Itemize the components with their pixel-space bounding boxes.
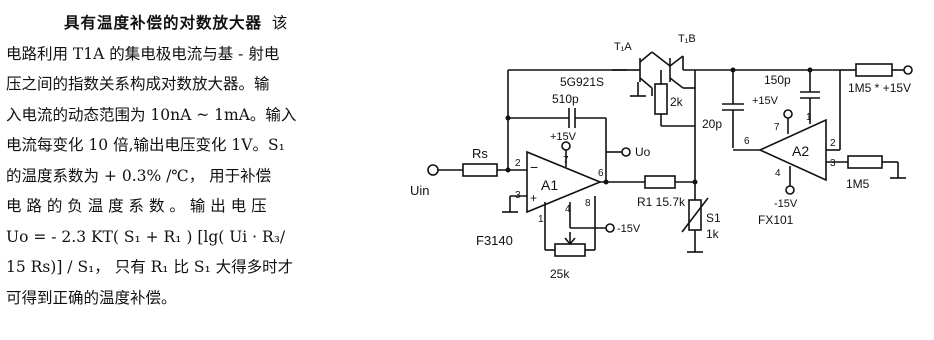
a2-pin6: 6 (744, 136, 750, 147)
article-line-7: 电 路 的 负 温 度 系 数 。 输 出 电 压 (6, 197, 267, 215)
rs-label: Rs (472, 146, 488, 161)
a2-label: A2 (792, 143, 809, 159)
article-line-10: 可得到正确的温度补偿。 (6, 288, 177, 307)
a2-pin2: 2 (830, 138, 836, 149)
cap-20p-label: 20p (702, 117, 722, 131)
pot-25k-label: 25k (550, 267, 570, 281)
article-line-6: 的温度系数为 + 0.3% /℃， 用于补偿 (6, 166, 272, 185)
pair-part: 5G921S (560, 75, 604, 89)
a2-part: FX101 (758, 213, 794, 227)
transistor-t1b (651, 51, 695, 89)
a1-pin8: 8 (585, 198, 591, 209)
resistor-2k (654, 70, 695, 127)
t1b-label: T₁B (678, 33, 696, 45)
input-terminal (427, 164, 463, 176)
article-line-5: 电流每变化 10 倍,输出电压变化 1V。S₁ (6, 136, 285, 154)
a2-pin4: 4 (775, 168, 781, 179)
a2-pin3: 3 (830, 158, 836, 169)
a2-pin1: 1 (806, 112, 812, 123)
potentiometer-25k (544, 196, 596, 257)
capacitor-150p (800, 70, 820, 124)
s1-value: 1k (706, 227, 720, 241)
article-line-9: 15 Rs)] / S₁， 只有 R₁ 比 S₁ 大得多时才 (6, 258, 294, 276)
resistor-r1 (644, 175, 695, 189)
a2-pin7: 7 (774, 122, 780, 133)
thermistor-s1 (681, 70, 709, 253)
capacitor-510p (508, 108, 607, 182)
a1-pos-supply: +15V (550, 131, 577, 143)
a1-pin2: 2 (515, 158, 521, 169)
r2k-label: 2k (670, 95, 684, 109)
article-title: 具有温度补偿的对数放大器 (64, 14, 263, 32)
article-line-8: Uo = - 2.3 KT( S₁ + R₁ ) [lg( Ui · R₃/ (6, 227, 286, 246)
a1-plus-sign: + (530, 191, 537, 205)
article-line-text: 该 (271, 14, 288, 32)
article-line-1: 具有温度补偿的对数放大器 该 (6, 8, 378, 39)
a2-pos-supply: +15V (752, 95, 779, 107)
a1-part: F3140 (476, 233, 513, 248)
article-line-3: 压之间的指数关系构成对数放大器。输 (6, 75, 270, 93)
cap-150p-label: 150p (764, 73, 791, 87)
a1-neg-supply: -15V (617, 223, 641, 235)
s1-label: S1 (706, 211, 721, 225)
a1-label: A1 (541, 177, 558, 193)
t1a-label: T₁A (614, 41, 632, 53)
a1-pin6: 6 (598, 168, 604, 179)
article-line-4: 入电流的动态范围为 10nA ~ 1mA。输入 (6, 105, 297, 124)
transistor-t1a (612, 51, 653, 96)
capacitor-20p (722, 70, 744, 148)
resistor-1m5-top (839, 63, 913, 150)
a1-pin1: 1 (538, 214, 544, 225)
cap-510p-label: 510p (552, 92, 579, 106)
input-label: Uin (410, 183, 430, 198)
resistor-1m5-bottom (847, 155, 906, 179)
circuit-schematic: Uin Rs 510p A1 2 3 6 7 1 4 8 − + +15V F3… (410, 33, 913, 281)
article-line-2: 电路利用 T1A 的集电极电流与基 - 射电 (6, 44, 280, 63)
r-1m5-top-label: 1M5 * +15V (848, 81, 911, 95)
a1-pin4: 4 (565, 204, 571, 215)
r1-label: R1 15.7k (637, 195, 686, 209)
resistor-rs (462, 163, 498, 177)
a2-neg-supply: -15V (774, 198, 798, 210)
article-text: 具有温度补偿的对数放大器 该 电路利用 T1A 的集电极电流与基 - 射电 压之… (6, 8, 378, 313)
a1-minus-sign: − (530, 159, 538, 175)
uo-label: Uo (635, 145, 651, 159)
r-1m5-bottom-label: 1M5 (846, 177, 870, 191)
